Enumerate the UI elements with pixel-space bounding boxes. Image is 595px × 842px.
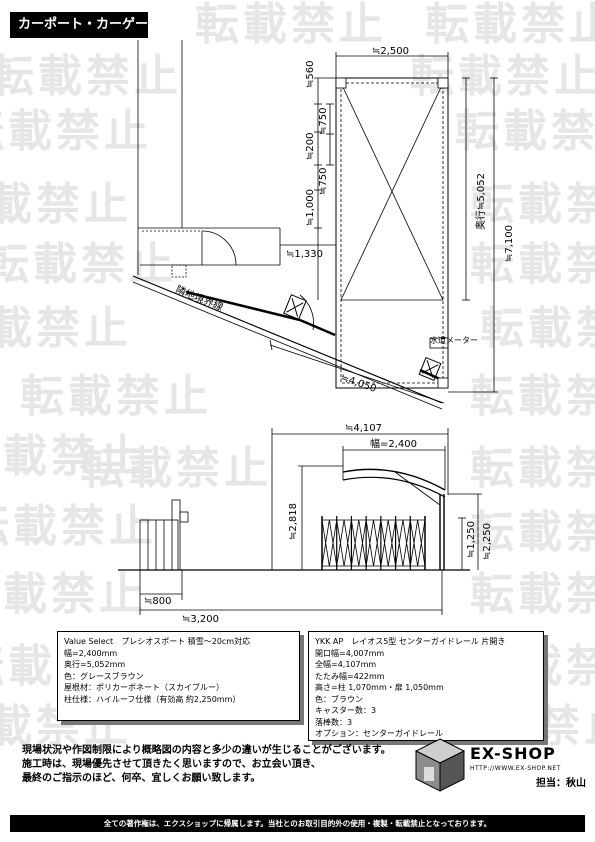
dim-3200: ≒3,200 [182, 614, 219, 625]
dim-4107: ≒4,107 [345, 423, 382, 434]
brand-name: EX-SHOP [470, 744, 556, 763]
dim-1250: ≒1,250 [466, 521, 477, 558]
dim-560: ≒560 [305, 61, 316, 88]
spec-line: 柱仕様：ハイルーフ仕様（有効高 約2,250mm） [64, 694, 241, 704]
spec-line: 色：ブラウン [315, 694, 363, 704]
spec-line: YKK AP レイオス5型 センターガイドレール 片開き [315, 637, 506, 646]
note-line: 現場状況や作図制限により概略図の内容と多少の違いが生じることがございます。 [22, 745, 391, 756]
dim-depth-inner: 奥行≒5,052 [474, 173, 487, 230]
footer-copyright: 全ての著作権は、エクスショップに帰属します。当社とのお取引目的外の使用・複製・転… [10, 815, 585, 832]
dim-2818: ≒2,818 [288, 503, 299, 540]
dim-2250: ≒2,250 [482, 523, 493, 560]
dim-2400: 幅=2,400 [370, 437, 417, 450]
boundary-label: 隣地境界線 [174, 283, 225, 314]
brand-url: HTTP://WWW.EX-SHOP.NET [470, 765, 561, 772]
water-meter-label: 水道メーター [430, 335, 478, 345]
note-line: 施工時は、現場優先させて頂きたく思いますので、お立会い頂き、 [22, 759, 321, 770]
dim-750a: ≒750 [318, 108, 329, 135]
logo-cube-icon [414, 738, 466, 792]
spec-line: 幅=2,400mm [64, 648, 118, 658]
spec-line: 全幅=4,107mm [315, 660, 377, 669]
dim-750b: ≒750 [318, 168, 329, 195]
spec-line: 高さ=柱 1,070mm・扉 1,050mm [315, 683, 444, 692]
staff-label: 担当：秋山 [536, 778, 586, 789]
dim-1000: ≒1,000 [305, 189, 316, 226]
spec-box-gate: YKK AP レイオス5型 センターガイドレール 片開き 開口幅=4,007mm… [308, 631, 544, 741]
spec-line: オプション：センターガイドレール [315, 729, 443, 738]
note-line: 最終のご指示のほど、何卒、宜しくお願い致します。 [22, 773, 261, 784]
spec-line: 落棒数：3 [315, 717, 353, 727]
spec-line: キャスター数：3 [315, 706, 377, 715]
spec-line: 奥行=5,052mm [64, 660, 126, 669]
spec-line: 屋根材：ポリカーボネート（スカイブルー） [64, 683, 224, 692]
dim-depth-total: ≒7,100 [504, 225, 515, 262]
dim-1330: ≒1,330 [286, 249, 323, 260]
gate-lattice [321, 519, 426, 567]
notes: 現場状況や作図制限により概略図の内容と多少の違いが生じることがございます。 施工… [22, 744, 391, 786]
dim-200: ≒200 [305, 133, 316, 160]
spec-line: たたみ幅=422mm [315, 671, 385, 681]
spec-line: 開口幅=4,007mm [315, 648, 385, 658]
dim-carport-width: ≒2,500 [372, 46, 409, 57]
page-title: カーポート・カーゲート [10, 12, 148, 58]
spec-line: Value Select プレシオスポート 積雪～20cm対応 [64, 637, 251, 646]
dim-800: ≒800 [144, 596, 171, 607]
dim-diagonal: ≒4,050 [339, 372, 378, 394]
spec-line: 色：グレースブラウン [64, 671, 144, 681]
spec-box-carport: Value Select プレシオスポート 積雪～20cm対応 幅=2,400m… [57, 631, 300, 721]
